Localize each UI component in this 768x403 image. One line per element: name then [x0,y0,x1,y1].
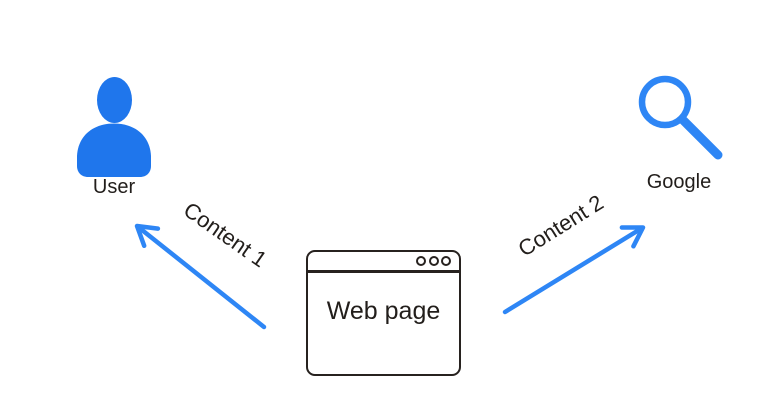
user-icon [77,77,151,177]
arrow-shaft [136,225,267,330]
google-label: Google [646,171,712,193]
window-dot-icon [428,256,439,266]
browser-window-icon: Web page [306,250,461,376]
magnifying-glass-icon [638,75,723,160]
content1-arrow [134,223,267,330]
web-page-label: Web page [326,297,441,325]
window-titlebar [308,252,459,273]
content2-arrow [502,225,646,315]
window-dot-icon [441,256,451,266]
arrow-head-icon [619,225,646,249]
user-label: User [92,176,136,198]
arrow-shaft [502,226,644,315]
arrow-head-icon [134,223,161,249]
window-dot-icon [416,256,426,266]
